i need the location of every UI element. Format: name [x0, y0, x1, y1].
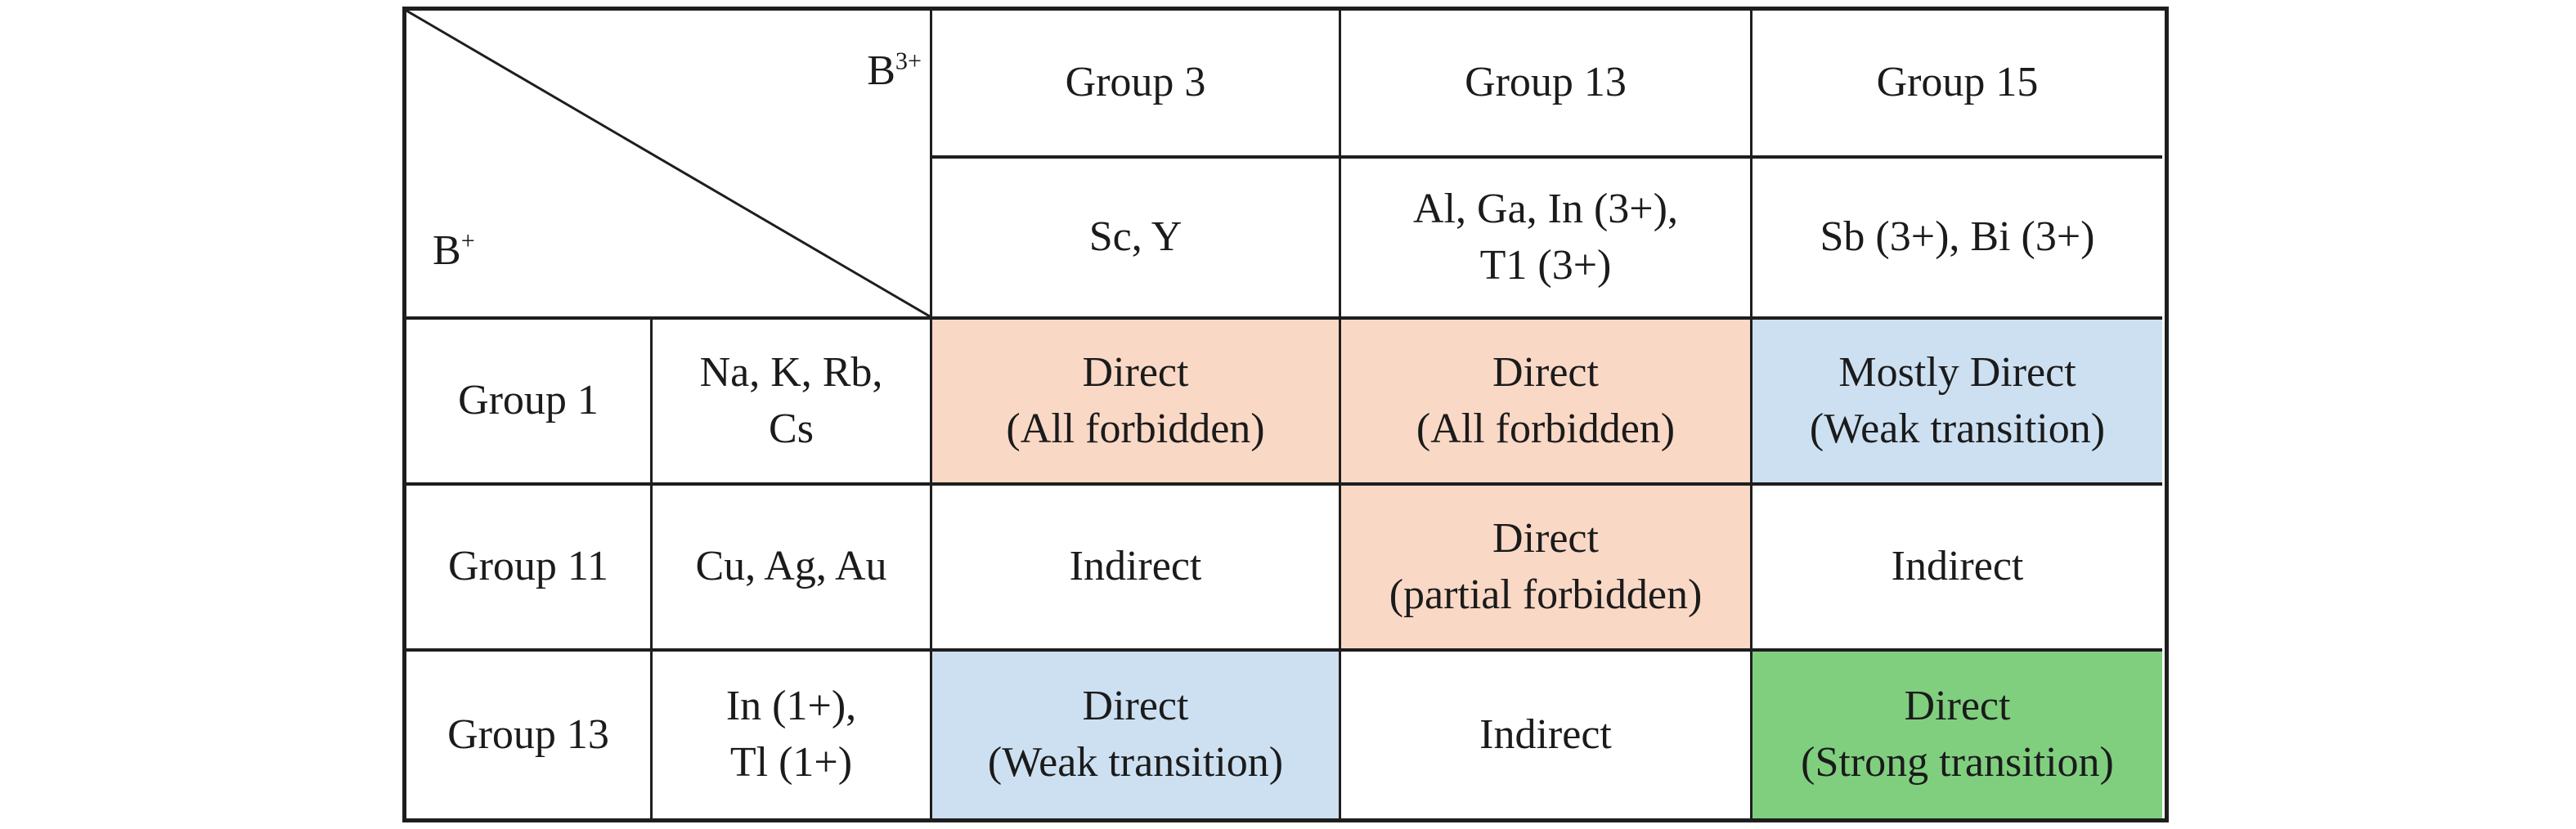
row-elements-group-13: In (1+),Tl (1+)	[653, 652, 932, 818]
table-cell-g11-group15: Indirect	[1752, 486, 2162, 652]
row-header-group-13: Group 13	[406, 652, 653, 818]
bplus-axis-label: B+	[433, 226, 475, 274]
corner-cell-diagonal: B3+ B+	[406, 11, 932, 320]
row-header-group-11: Group 11	[406, 486, 653, 652]
table-cell-g13-group13: Indirect	[1341, 652, 1752, 818]
col-elements-group-13: Al, Ga, In (3+),T1 (3+)	[1341, 159, 1752, 320]
table-cell-g1-group3: Direct(All forbidden)	[932, 320, 1341, 486]
table-cell-g11-group3: Indirect	[932, 486, 1341, 652]
table-cell-g13-group15: Direct(Strong transition)	[1752, 652, 2162, 818]
col-header-group-3: Group 3	[932, 11, 1341, 159]
row-header-group-1: Group 1	[406, 320, 653, 486]
table-cell-g11-group13: Direct(partial forbidden)	[1341, 486, 1752, 652]
transition-type-table: B3+ B+ Group 3 Group 13 Group 15 Sc, Y A…	[402, 7, 2169, 822]
row-elements-group-1: Na, K, Rb,Cs	[653, 320, 932, 486]
table-cell-g1-group13: Direct(All forbidden)	[1341, 320, 1752, 486]
col-header-group-15: Group 15	[1752, 11, 2162, 159]
col-elements-group-3: Sc, Y	[932, 159, 1341, 320]
diagonal-line	[406, 11, 930, 316]
col-elements-group-15: Sb (3+), Bi (3+)	[1752, 159, 2162, 320]
table-cell-g1-group15: Mostly Direct(Weak transition)	[1752, 320, 2162, 486]
col-header-group-13: Group 13	[1341, 11, 1752, 159]
b3plus-axis-label: B3+	[867, 47, 922, 94]
table-cell-g13-group3: Direct(Weak transition)	[932, 652, 1341, 818]
row-elements-group-11: Cu, Ag, Au	[653, 486, 932, 652]
